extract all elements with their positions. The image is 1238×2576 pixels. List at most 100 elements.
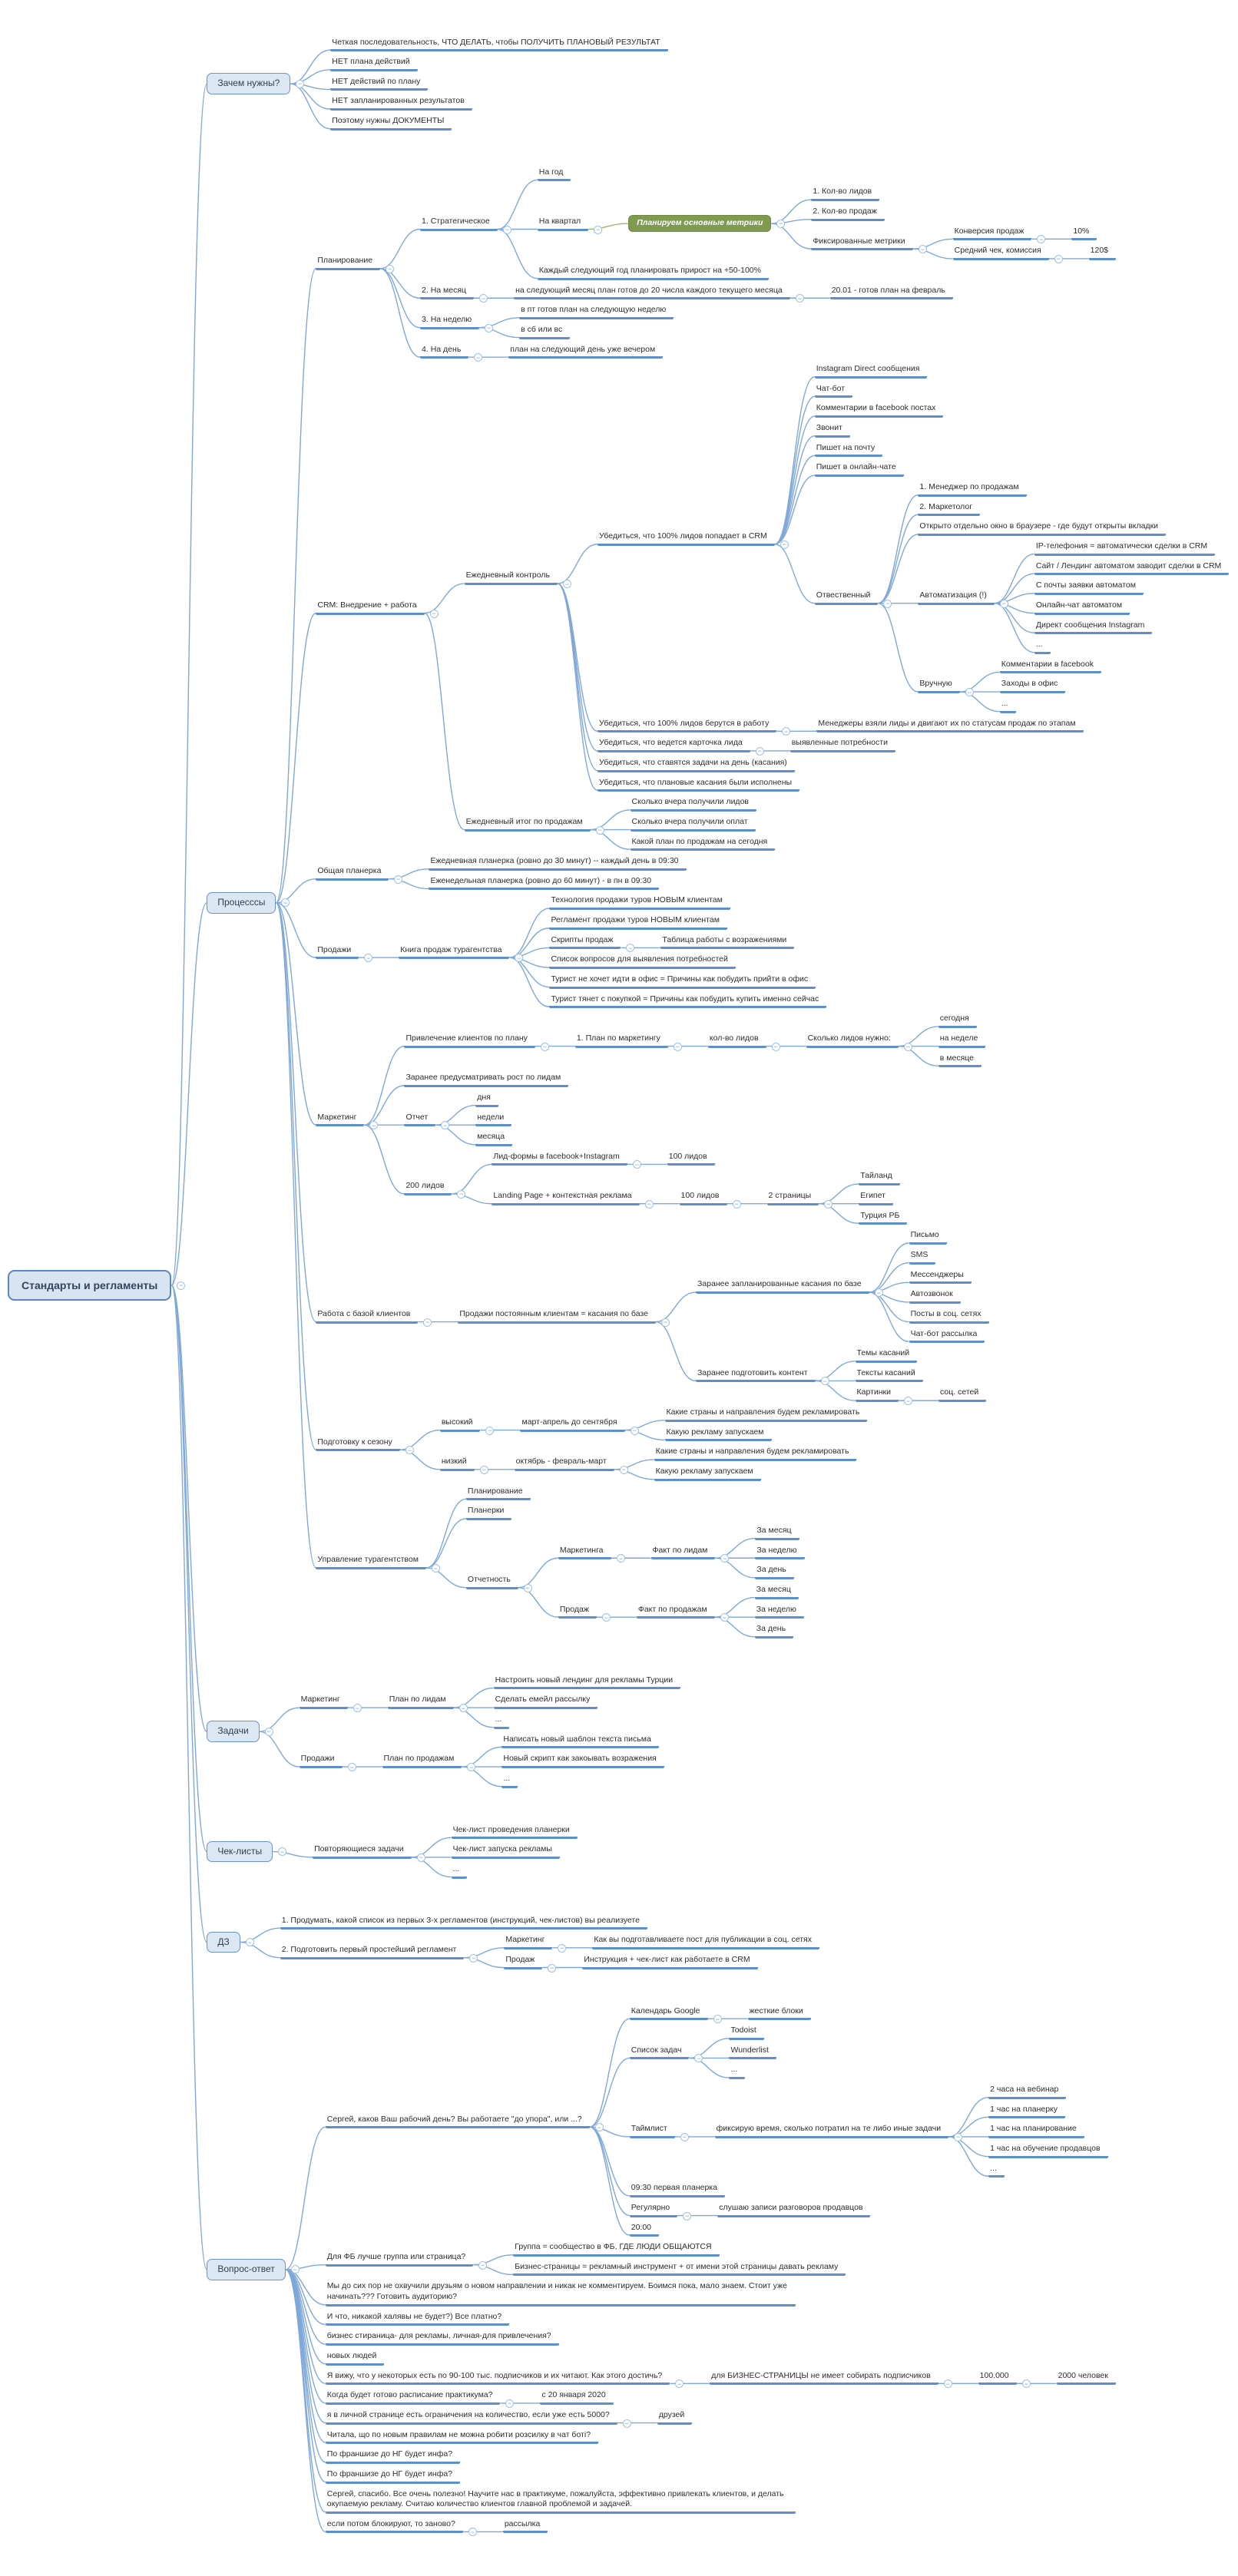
subtopic[interactable]: На год	[537, 167, 571, 182]
subtopic[interactable]: Новый скрипт как закоывать возражения	[501, 1754, 664, 1769]
subtopic[interactable]: 3. На неделю	[420, 315, 480, 329]
subtopic[interactable]: Читала, що по новым правилам не можна ро…	[325, 2430, 599, 2445]
subtopic[interactable]: ...	[988, 2164, 1005, 2178]
subtopic[interactable]: IP-телефония = автоматически сделки в CR…	[1034, 541, 1216, 556]
collapse-icon[interactable]: −	[776, 219, 786, 228]
subtopic[interactable]: Турист не хочет идти в офис = Причины ка…	[549, 974, 816, 989]
main-topic[interactable]: Зачем нужны?	[207, 73, 291, 94]
subtopic[interactable]: Продажи	[299, 1754, 343, 1769]
subtopic[interactable]: Картинки	[855, 1387, 899, 1403]
subtopic[interactable]: 2. На месяц	[420, 286, 475, 300]
subtopic[interactable]: Группа = сообщество в ФБ, ГДЕ ЛЮДИ ОБЩАЮ…	[513, 2242, 720, 2257]
subtopic[interactable]: ...	[729, 2065, 746, 2080]
subtopic[interactable]: 09:30 первая планерка	[629, 2183, 726, 2197]
subtopic[interactable]: Еженедельная планерка (ровно до 60 минут…	[429, 876, 660, 891]
subtopic[interactable]: 1 час на планерку	[988, 2105, 1066, 2119]
subtopic[interactable]: Убедиться, что плановые касания были исп…	[597, 778, 800, 792]
collapse-icon[interactable]: −	[965, 688, 974, 697]
subtopic[interactable]: Темы касаний	[855, 1348, 918, 1363]
subtopic[interactable]: План по продажам	[382, 1754, 462, 1769]
collapse-icon[interactable]: −	[347, 1763, 356, 1772]
subtopic[interactable]: Факт по лидам	[650, 1546, 716, 1560]
subtopic[interactable]: Продажи постоянным клиентам = касания по…	[458, 1309, 656, 1324]
subtopic[interactable]: Средний чек, комиссия	[952, 246, 1049, 260]
collapse-icon[interactable]: −	[441, 1121, 450, 1130]
subtopic[interactable]: месяца	[475, 1132, 513, 1146]
collapse-icon[interactable]: −	[369, 1121, 379, 1130]
subtopic[interactable]: Чат-бот	[814, 384, 853, 398]
subtopic[interactable]: 2000 человек	[1056, 2371, 1116, 2386]
collapse-icon[interactable]: −	[405, 1446, 414, 1455]
collapse-icon[interactable]: −	[904, 1397, 913, 1406]
collapse-icon[interactable]: −	[713, 2015, 722, 2024]
subtopic[interactable]: Настроить новый лендинг для рекламы Турц…	[493, 1675, 681, 1690]
subtopic[interactable]: По франшизе до НГ будет инфа?	[325, 2449, 461, 2464]
subtopic[interactable]: По франшизе до НГ будет инфа?	[325, 2469, 461, 2484]
subtopic[interactable]: Звонит	[814, 423, 850, 438]
collapse-icon[interactable]: −	[601, 1613, 611, 1622]
subtopic[interactable]: Фиксированные метрики	[811, 236, 913, 251]
subtopic[interactable]: дня	[475, 1093, 498, 1107]
subtopic[interactable]: Отвественный	[814, 590, 879, 605]
collapse-icon[interactable]: −	[485, 323, 494, 332]
subtopic[interactable]: Маркетинг	[504, 1935, 553, 1949]
subtopic[interactable]: ...	[451, 1864, 468, 1879]
collapse-icon[interactable]: −	[683, 2211, 692, 2221]
subtopic[interactable]: на следующий месяц план готов до 20 числ…	[514, 286, 790, 300]
subtopic[interactable]: Онлайн-чат автоматом	[1034, 600, 1130, 615]
subtopic[interactable]: Письмо	[909, 1230, 947, 1245]
subtopic[interactable]: Планирование	[465, 1486, 531, 1501]
subtopic[interactable]: Чат-бот рассылка	[909, 1329, 985, 1344]
main-topic[interactable]: Вопрос-ответ	[207, 2259, 286, 2280]
subtopic[interactable]: Сайт / Лендинг автоматом заводит сделки …	[1034, 561, 1230, 576]
subtopic[interactable]: 100.000	[978, 2371, 1017, 2386]
collapse-icon[interactable]: −	[558, 1943, 567, 1953]
subtopic[interactable]: Турция РБ	[859, 1211, 908, 1225]
subtopic[interactable]: Привлечение клиентов по плану	[404, 1033, 535, 1048]
collapse-icon[interactable]: −	[386, 264, 395, 273]
subtopic[interactable]: в пт готов план на следующую неделю	[519, 305, 674, 319]
collapse-icon[interactable]: −	[594, 2123, 604, 2132]
collapse-icon[interactable]: −	[423, 1318, 432, 1327]
subtopic[interactable]: 1. Кол-во лидов	[811, 187, 880, 202]
subtopic[interactable]: если потом блокируют, то заново?	[325, 2519, 463, 2534]
main-topic[interactable]: Задачи	[207, 1721, 260, 1743]
subtopic[interactable]: Инструкция + чек-лист как работаете в CR…	[582, 1955, 758, 1969]
collapse-icon[interactable]: −	[457, 1189, 466, 1199]
subtopic[interactable]: Сергей, спасибо. Все очень полезно! Науч…	[325, 2489, 796, 2514]
subtopic[interactable]: 2. Подготовить первый простейший регламе…	[280, 1945, 465, 1959]
subtopic[interactable]: Пишет на почту	[814, 443, 883, 458]
subtopic[interactable]: Какие страны и направления будем реклами…	[664, 1407, 868, 1422]
subtopic[interactable]: Какие страны и направления будем реклами…	[654, 1447, 857, 1462]
collapse-icon[interactable]: −	[478, 2260, 488, 2270]
subtopic[interactable]: 2. Маркетолог	[918, 502, 981, 517]
subtopic[interactable]: 1. Продумать, какой список из первых 3-х…	[280, 1916, 647, 1930]
subtopic[interactable]: Какую рекламу запускаем	[654, 1467, 761, 1481]
subtopic[interactable]: На квартал	[537, 217, 589, 231]
collapse-icon[interactable]: −	[485, 1426, 495, 1435]
subtopic[interactable]: Какой план по продажам на сегодня	[630, 837, 776, 852]
collapse-icon[interactable]: −	[505, 2399, 515, 2408]
collapse-icon[interactable]: −	[353, 1704, 362, 1713]
subtopic[interactable]: Сделать емейл рассылку	[493, 1695, 598, 1710]
subtopic[interactable]: низкий	[439, 1457, 475, 1471]
subtopic[interactable]: сегодня	[938, 1014, 977, 1028]
subtopic[interactable]: выявленные потребности	[789, 738, 895, 752]
subtopic[interactable]: НЕТ действий по плану	[330, 77, 429, 91]
collapse-icon[interactable]: −	[673, 1042, 682, 1051]
collapse-icon[interactable]: −	[632, 1160, 641, 1169]
collapse-icon[interactable]: −	[1037, 235, 1046, 244]
subtopic[interactable]: октябрь - февраль-март	[514, 1457, 614, 1471]
subtopic[interactable]: Убедиться, что ставятся задачи на день (…	[597, 758, 795, 772]
collapse-icon[interactable]: −	[780, 540, 789, 549]
subtopic[interactable]: Я вижу, что у некоторых есть по 90-100 т…	[325, 2371, 670, 2386]
subtopic[interactable]: март-апрель до сентября	[520, 1417, 625, 1432]
subtopic[interactable]: Посты в соц. сетях	[909, 1309, 989, 1324]
collapse-icon[interactable]: −	[824, 1199, 833, 1209]
subtopic[interactable]: Заходы в офис	[999, 679, 1066, 694]
subtopic[interactable]: Чек-лист проведения планерки	[451, 1825, 578, 1840]
subtopic[interactable]: Управление турагентством	[316, 1555, 426, 1570]
subtopic[interactable]: 1. Стратегическое	[420, 217, 498, 231]
subtopic[interactable]: 2 страницы	[766, 1191, 819, 1205]
subtopic[interactable]: новых людей	[325, 2351, 385, 2366]
